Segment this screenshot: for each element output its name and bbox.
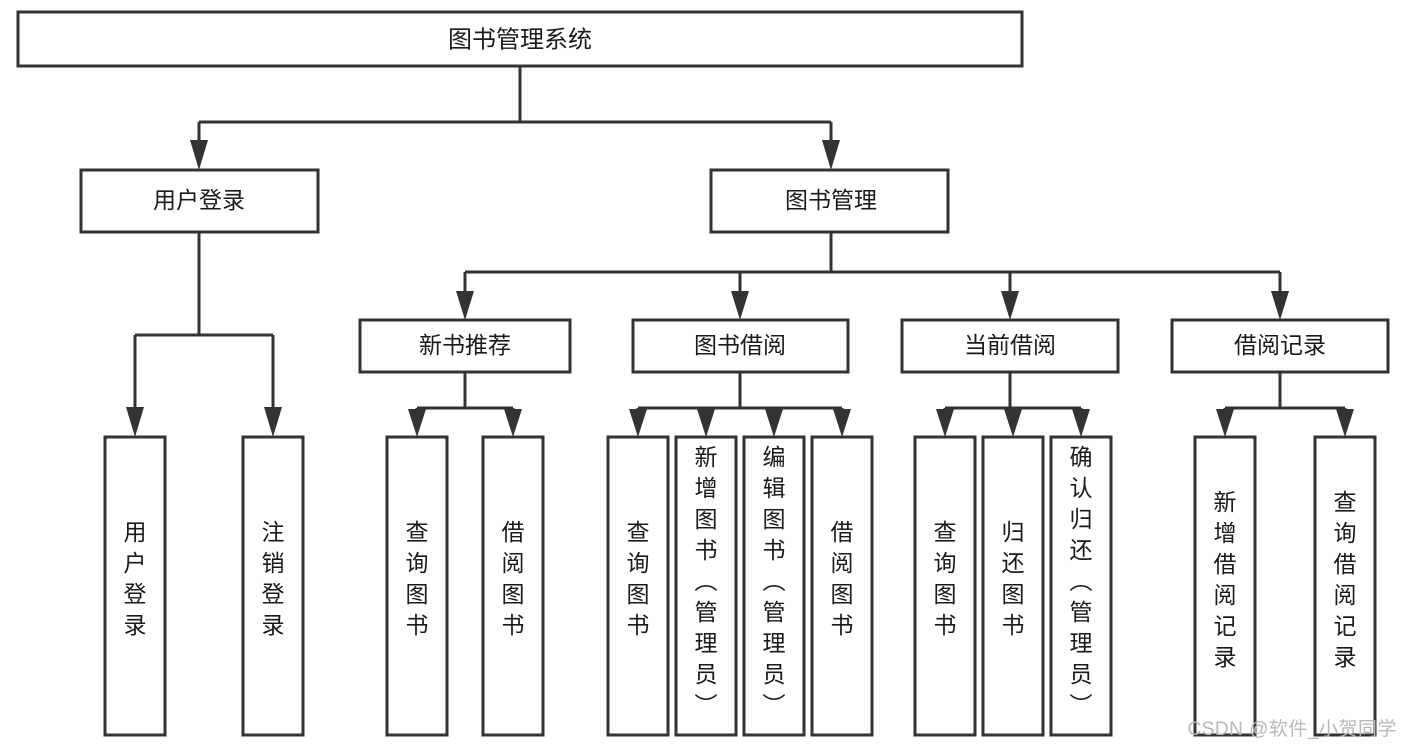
node-current-borrow-label: 当前借阅	[964, 332, 1056, 358]
node-current-borrow-box[interactable]	[900, 318, 1120, 374]
node-leaf-confirm-return[interactable]: 确认归还︵管理员︶	[1049, 435, 1113, 737]
arrow-leaf-query-book-3	[936, 409, 954, 437]
arrow-leaf-return-book	[1004, 409, 1022, 437]
arrow-to-new-book	[456, 291, 474, 320]
node-leaf-logout-login[interactable]: 注销登录	[241, 435, 305, 737]
node-leaf-borrow-book-2[interactable]: 借阅图书	[810, 435, 874, 737]
node-leaf-return-book-label: 归还图书	[1002, 519, 1025, 638]
node-leaf-query-record-label: 查询借阅记录	[1334, 489, 1357, 670]
arrow-leaf-logout-login	[264, 407, 282, 437]
node-user-login[interactable]: 用户登录	[79, 168, 320, 234]
node-leaf-user-login-label: 用户登录	[124, 519, 147, 638]
node-user-login-box[interactable]	[79, 168, 320, 234]
node-leaf-query-book-3-box[interactable]	[913, 435, 977, 737]
arrow-leaf-query-book-1	[408, 409, 426, 437]
node-leaf-borrow-book-1-box[interactable]	[481, 435, 545, 737]
arrow-leaf-add-record	[1216, 409, 1234, 437]
node-root-box[interactable]	[16, 10, 1024, 68]
node-leaf-user-login-box[interactable]	[103, 435, 167, 737]
node-leaf-user-login[interactable]: 用户登录	[103, 435, 167, 737]
node-leaf-add-book-label: 新增图书︵管理员︶	[695, 444, 718, 718]
node-leaf-borrow-book-2-box[interactable]	[810, 435, 874, 737]
node-leaf-query-book-3-label: 查询图书	[934, 519, 957, 638]
node-leaf-query-book-2[interactable]: 查询图书	[606, 435, 670, 737]
node-book-borrow-box[interactable]	[631, 318, 850, 374]
node-root[interactable]: 图书管理系统	[16, 10, 1024, 68]
arrow-leaf-edit-book	[765, 409, 783, 437]
node-borrow-record[interactable]: 借阅记录	[1170, 318, 1390, 374]
node-leaf-return-book-box[interactable]	[981, 435, 1045, 737]
node-leaf-add-record-label: 新增借阅记录	[1214, 489, 1237, 670]
arrow-leaf-borrow-book-2	[833, 409, 851, 437]
connector-root-to-level2	[190, 66, 840, 170]
node-leaf-query-book-2-label: 查询图书	[627, 519, 650, 638]
arrow-leaf-query-book-2	[629, 409, 647, 437]
arrow-leaf-borrow-book-1	[504, 409, 522, 437]
connector-book-manage-to-level3	[456, 232, 1289, 320]
node-leaf-edit-book-box[interactable]	[742, 435, 806, 737]
node-leaf-add-record[interactable]: 新增借阅记录	[1193, 435, 1257, 737]
node-leaf-edit-book-label: 编辑图书︵管理员︶	[763, 444, 786, 718]
node-leaf-confirm-return-box[interactable]	[1049, 435, 1113, 737]
node-leaf-logout-login-box[interactable]	[241, 435, 305, 737]
node-leaf-borrow-book-1[interactable]: 借阅图书	[481, 435, 545, 737]
node-leaf-query-book-1-box[interactable]	[385, 435, 449, 737]
node-leaf-add-record-box[interactable]	[1193, 435, 1257, 737]
csdn-watermark: CSDN @软件_小贺同学	[1187, 719, 1397, 740]
connector-new-book-to-leaves	[408, 372, 522, 437]
node-borrow-record-box[interactable]	[1170, 318, 1390, 374]
arrow-to-user-login	[190, 140, 208, 170]
node-book-borrow[interactable]: 图书借阅	[631, 318, 850, 374]
connector-current-borrow-to-leaves	[936, 372, 1090, 437]
node-new-book-recommend-label: 新书推荐	[419, 332, 511, 358]
node-leaf-confirm-return-label: 确认归还︵管理员︶	[1070, 444, 1093, 718]
node-leaf-query-record-box[interactable]	[1313, 435, 1377, 737]
connector-borrow-record-to-leaves	[1216, 372, 1354, 437]
arrow-leaf-query-record	[1336, 409, 1354, 437]
node-book-manage-label: 图书管理	[785, 187, 877, 213]
node-leaf-query-book-1-label: 查询图书	[406, 519, 429, 638]
arrow-to-current-borrow	[1001, 291, 1019, 320]
node-leaf-borrow-book-1-label: 借阅图书	[502, 519, 525, 638]
node-leaf-query-record[interactable]: 查询借阅记录	[1313, 435, 1377, 737]
node-leaf-edit-book[interactable]: 编辑图书︵管理员︶	[742, 435, 806, 737]
connector-book-borrow-to-leaves	[629, 372, 851, 437]
node-new-book-recommend-box[interactable]	[358, 318, 572, 374]
node-leaf-query-book-3[interactable]: 查询图书	[913, 435, 977, 737]
node-book-manage-box[interactable]	[709, 168, 950, 234]
arrow-leaf-user-login	[126, 407, 144, 437]
node-leaf-return-book[interactable]: 归还图书	[981, 435, 1045, 737]
node-new-book-recommend[interactable]: 新书推荐	[358, 318, 572, 374]
node-leaf-borrow-book-2-label: 借阅图书	[831, 519, 854, 638]
arrow-to-borrow-record	[1271, 291, 1289, 320]
node-leaf-add-book-box[interactable]	[674, 435, 738, 737]
node-leaf-add-book[interactable]: 新增图书︵管理员︶	[674, 435, 738, 737]
node-borrow-record-label: 借阅记录	[1234, 332, 1326, 358]
arrow-leaf-add-book	[697, 409, 715, 437]
node-leaf-logout-login-label: 注销登录	[262, 519, 285, 638]
arrow-leaf-confirm-return	[1072, 409, 1090, 437]
arrow-to-book-borrow	[731, 291, 749, 320]
arrow-to-book-manage	[822, 140, 840, 170]
node-current-borrow[interactable]: 当前借阅	[900, 318, 1120, 374]
node-book-manage[interactable]: 图书管理	[709, 168, 950, 234]
node-leaf-query-book-2-box[interactable]	[606, 435, 670, 737]
connector-user-login-to-leaves	[126, 232, 282, 437]
node-root-label: 图书管理系统	[448, 26, 592, 53]
node-book-borrow-label: 图书借阅	[694, 332, 786, 358]
node-leaf-query-book-1[interactable]: 查询图书	[385, 435, 449, 737]
node-user-login-label: 用户登录	[153, 187, 245, 213]
